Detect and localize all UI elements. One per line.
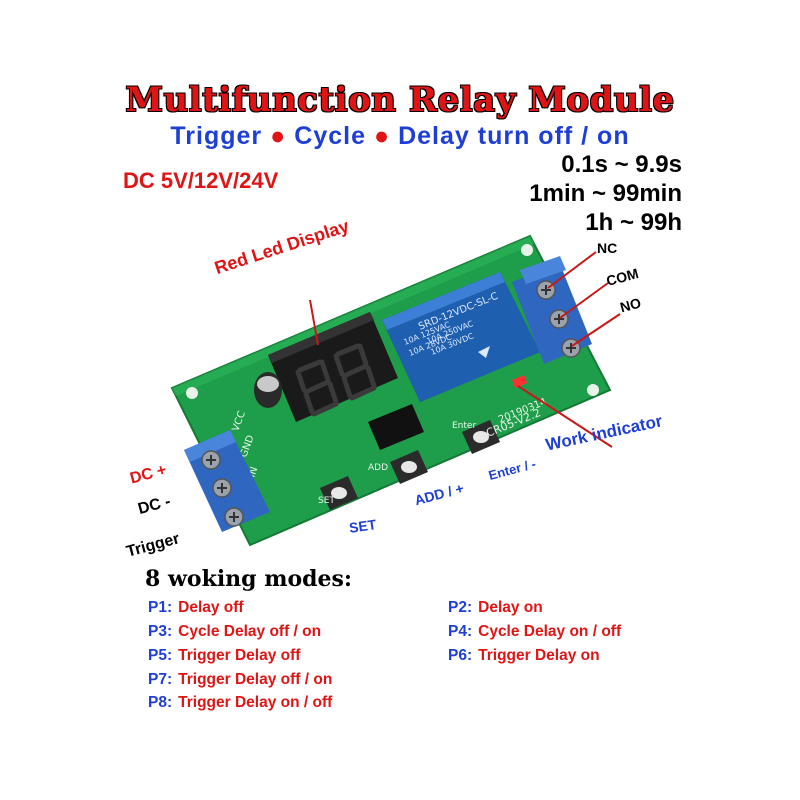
pcb-add: ADD xyxy=(368,463,388,473)
capacitor xyxy=(254,372,282,408)
callout-lines xyxy=(309,251,621,448)
ic-chip xyxy=(368,404,424,450)
bullet-icon: ● xyxy=(270,122,287,150)
modes-title: 8 woking modes: xyxy=(145,566,353,592)
mode-p6: P6:Trigger Delay on xyxy=(448,647,600,664)
subtitle-cycle: Cycle xyxy=(294,122,366,150)
mode-p5: P5:Trigger Delay off xyxy=(148,647,301,664)
work-indicator-led xyxy=(512,375,527,388)
voltage-label: DC 5V/12V/24V xyxy=(123,168,279,193)
warning-icon xyxy=(478,346,490,358)
mode-p3: P3:Cycle Delay off / on xyxy=(148,623,322,640)
board-buttons xyxy=(320,420,500,510)
label-nc: NC xyxy=(597,240,618,256)
time-ranges: 0.1s ~ 9.9s 1min ~ 99min 1h ~ 99h xyxy=(529,150,682,237)
mode-p4: P4:Cycle Delay on / off xyxy=(448,623,622,640)
led-display xyxy=(268,312,398,422)
subtitle: Trigger●Cycle●Delay turn off / on xyxy=(0,122,800,151)
subtitle-delay: Delay turn off / on xyxy=(398,122,630,150)
mode-p8: P8:Trigger Delay on / off xyxy=(148,694,333,711)
range-hours: 1h ~ 99h xyxy=(585,209,682,236)
input-terminal-block xyxy=(184,430,270,532)
pcb-set: SET xyxy=(318,496,335,506)
range-seconds: 0.1s ~ 9.9s xyxy=(561,151,682,178)
mode-p1: P1:Delay off xyxy=(148,599,244,616)
mode-p7: P7:Trigger Delay off / on xyxy=(148,671,333,688)
bullet-icon: ● xyxy=(373,122,391,150)
subtitle-trigger: Trigger xyxy=(170,122,263,150)
page-title: Multifunction Relay Module xyxy=(125,80,675,120)
range-minutes: 1min ~ 99min xyxy=(529,180,682,207)
mode-p2: P2:Delay on xyxy=(448,599,543,616)
pcb-enter: Enter xyxy=(452,421,476,431)
